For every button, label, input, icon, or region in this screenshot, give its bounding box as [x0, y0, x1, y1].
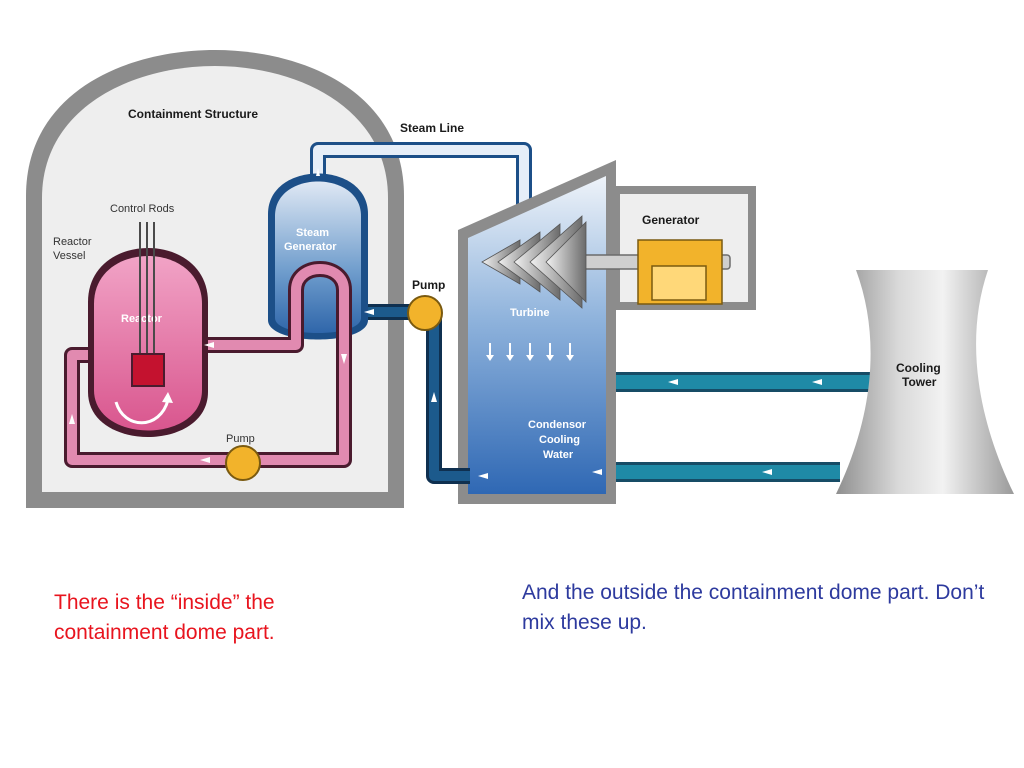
- condensor-label-1: Condensor: [528, 419, 587, 431]
- primary-pump: [225, 445, 261, 481]
- containment-label: Containment Structure: [128, 107, 258, 121]
- steam-flow-arrows: [486, 343, 574, 361]
- generator-label: Generator: [642, 213, 700, 227]
- reactor-core: [131, 353, 165, 387]
- pipe-flow-arrows: [69, 168, 822, 479]
- reactor-label: Reactor: [121, 313, 163, 325]
- turbine-label: Turbine: [510, 307, 550, 319]
- primary-loop: [64, 261, 352, 468]
- steam-generator-label-2: Generator: [284, 241, 337, 253]
- steam-generator: [268, 173, 368, 340]
- condensor-label-3: Water: [543, 449, 574, 461]
- cooling-tower: [836, 270, 1014, 494]
- cooling-tower-label-1: Cooling: [896, 361, 941, 375]
- pump-upper-label: Pump: [412, 278, 445, 292]
- secondary-pump: [407, 295, 443, 331]
- steam-line-label: Steam Line: [400, 121, 464, 135]
- steam-generator-label-1: Steam: [296, 227, 329, 239]
- turbine-blades: [481, 215, 587, 309]
- condensor-label-2: Cooling: [539, 434, 580, 446]
- inside-containment-caption: There is the “inside” the containment do…: [54, 591, 275, 644]
- reactor-vessel-label-1: Reactor: [53, 236, 92, 248]
- core-flow-arrow: [114, 399, 170, 425]
- cooling-tower-label-2: Tower: [902, 375, 937, 389]
- outside-containment-caption: And the outside the containment dome par…: [522, 581, 985, 634]
- control-rods-label: Control Rods: [110, 203, 175, 215]
- generator: [637, 239, 723, 305]
- turbine-building: [458, 160, 616, 504]
- pump-lower-label: Pump: [226, 433, 255, 445]
- control-rods: [139, 222, 155, 358]
- reactor-vessel-label-2: Vessel: [53, 250, 85, 262]
